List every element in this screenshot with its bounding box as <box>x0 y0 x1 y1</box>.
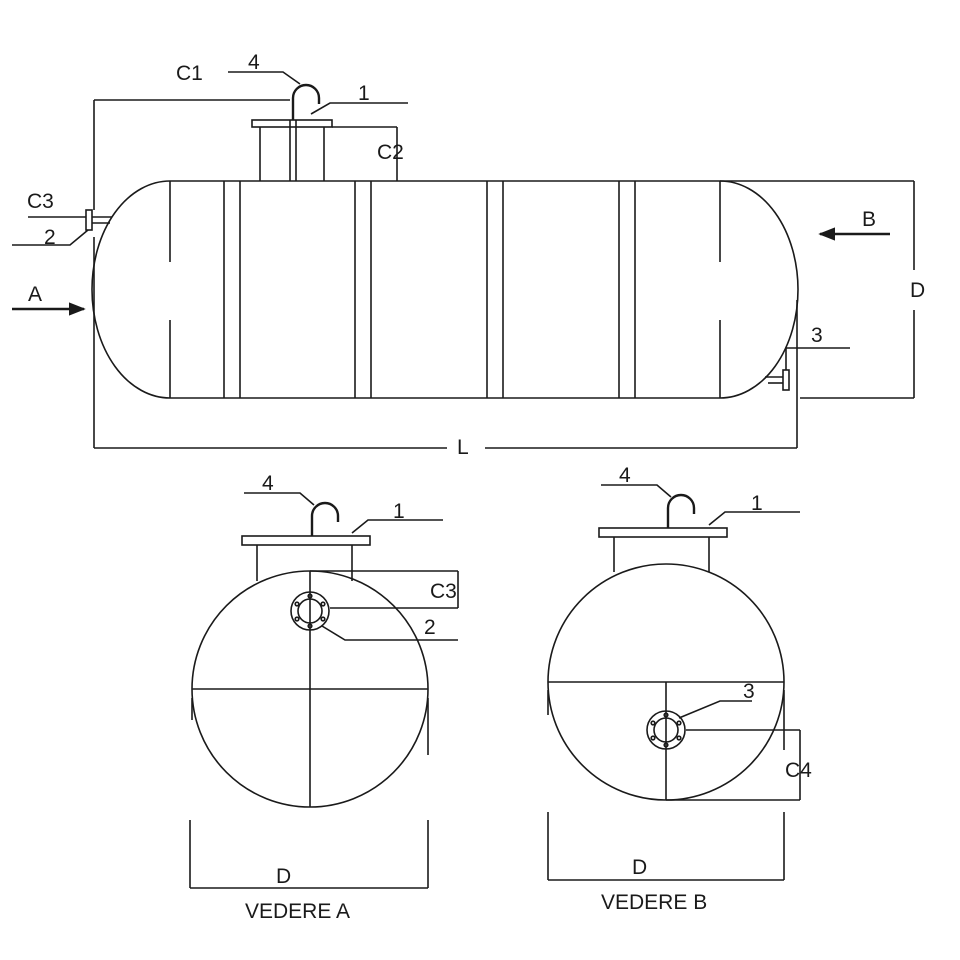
dimension-lines <box>93 99 915 449</box>
label-a-d: D <box>276 865 291 888</box>
label-b-c4: C4 <box>785 759 812 782</box>
view-a: 4 1 C3 2 D VEDERE A <box>189 472 459 923</box>
caption-view-b: VEDERE B <box>601 891 707 914</box>
internal-lines <box>169 181 721 398</box>
label-3: 3 <box>811 324 823 347</box>
label-a-4: 4 <box>262 472 274 495</box>
view-b: 4 1 3 C4 D VEDERE B <box>547 464 812 914</box>
side-view: C1 4 1 C2 C3 2 A B D 3 L <box>12 51 925 459</box>
label-2: 2 <box>44 226 56 249</box>
view-arrows <box>12 227 890 316</box>
label-b-1: 1 <box>751 492 763 515</box>
label-b-d: D <box>632 856 647 879</box>
label-l: L <box>457 436 469 459</box>
label-c1: C1 <box>176 62 203 85</box>
leader-lines <box>12 71 408 246</box>
label-b: B <box>862 208 876 231</box>
label-1: 1 <box>358 82 370 105</box>
label-a-2: 2 <box>424 616 436 639</box>
label-b-4: 4 <box>619 464 631 487</box>
label-a-1: 1 <box>393 500 405 523</box>
label-4: 4 <box>248 51 260 74</box>
left-nozzle <box>85 209 112 231</box>
label-c3: C3 <box>27 190 54 213</box>
label-b-3: 3 <box>743 680 755 703</box>
right-nozzle <box>765 347 850 391</box>
label-c2: C2 <box>377 141 404 164</box>
vent-pipe <box>289 83 321 181</box>
stiffener-rings <box>223 181 636 398</box>
caption-view-a: VEDERE A <box>245 900 350 923</box>
manhole <box>251 119 333 181</box>
nozzle-b <box>646 710 686 750</box>
label-a-c3: C3 <box>430 580 457 603</box>
label-d: D <box>910 279 925 302</box>
tank-shell <box>91 180 799 399</box>
label-a: A <box>28 283 42 306</box>
nozzle-a <box>290 591 330 631</box>
